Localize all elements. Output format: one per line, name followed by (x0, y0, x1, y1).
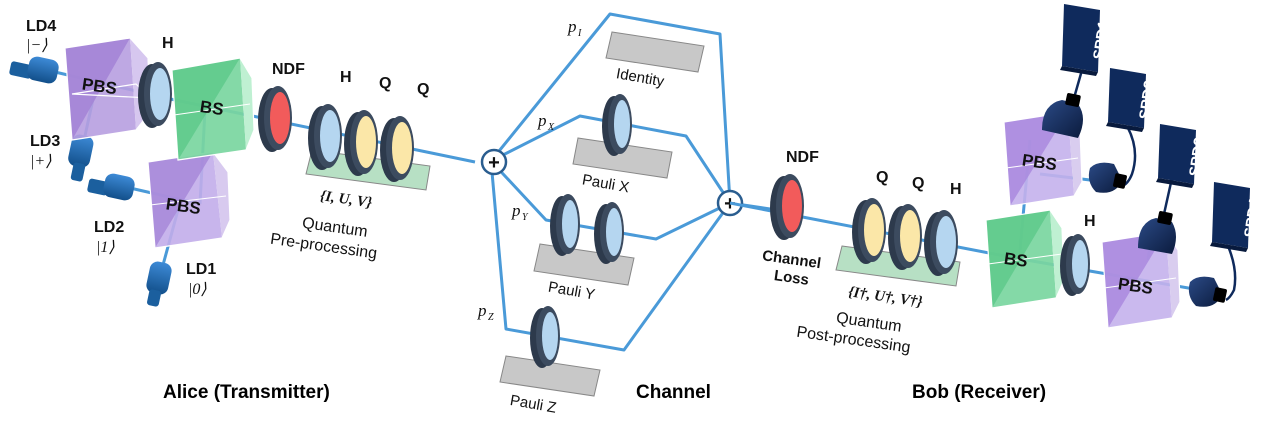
identity-label: Identity (615, 65, 666, 90)
section-title-alice: Alice (Transmitter) (163, 382, 330, 403)
bob-bs-label: BS (1003, 249, 1029, 271)
bob-postproc-set: {I†, U†, V†} (847, 284, 924, 310)
bob-postproc-plate-3: H (950, 181, 962, 198)
alice-preproc-set: {I, U, V} (319, 188, 374, 211)
pauli-z-base (499, 355, 601, 397)
section-title-channel: Channel (636, 382, 711, 403)
alice-preproc-plate-1: H (340, 69, 352, 86)
svg-text:+: + (488, 152, 500, 174)
laser-ld1 (146, 261, 172, 307)
svg-text:I: I (577, 28, 582, 39)
bob-postproc-qwp-1 (852, 198, 886, 264)
spd1-box: SPD1 (1060, 4, 1112, 76)
bob-postproc-plate-2: Q (912, 175, 924, 192)
pauli-x-label: Pauli X (581, 171, 631, 196)
ld1-label: LD1 (186, 261, 216, 278)
alice-pbs-bottom: PBS (147, 151, 231, 249)
ld4-state: |−⟩ (26, 37, 48, 54)
pauli-y-plate-2 (594, 202, 624, 264)
spd1-head (1042, 69, 1084, 138)
pauli-y-plate-1 (550, 194, 580, 256)
alice-hwp-label: H (162, 35, 174, 52)
bob-postproc-qwp-2 (888, 204, 922, 270)
ld3-state: |+⟩ (30, 153, 52, 170)
spd3-box: SPD3 (1156, 124, 1209, 188)
channel-beams (489, 12, 791, 352)
alice-bs: BS (171, 57, 255, 161)
bob-pbs-bottom: PBS (1101, 231, 1181, 329)
laser-ld4 (9, 56, 59, 84)
ld1-state: |0⟩ (188, 281, 207, 298)
alice-pbs-bottom-label: PBS (165, 194, 202, 218)
pauli-y-label: Pauli Y (547, 279, 596, 304)
ld4-label: LD4 (26, 18, 56, 35)
svg-text:p: p (537, 111, 547, 130)
alice-hwp (138, 62, 172, 128)
bob-bs: BS (985, 209, 1065, 309)
bob-hwp (1060, 234, 1090, 296)
bob-pbs-top-label: PBS (1021, 151, 1058, 175)
channel-splitter-node: + (480, 148, 508, 176)
svg-text:p: p (477, 301, 487, 320)
svg-text:SPD4: SPD4 (1241, 197, 1263, 239)
bob-ndf (770, 174, 804, 240)
alice-ndf-label: NDF (272, 61, 305, 78)
alice-pbs-top-label: PBS (81, 75, 118, 99)
spd3-head (1138, 177, 1176, 254)
laser-ld2 (87, 173, 135, 201)
bob-hwp-label: H (1084, 213, 1096, 230)
bob-postproc-plate-1: Q (876, 169, 888, 186)
prob-p-z: p Z (477, 301, 494, 323)
pauli-z-plate (530, 306, 560, 368)
alice-preproc-hwp (308, 104, 342, 170)
alice-ndf (258, 86, 292, 152)
pauli-x-base (572, 137, 673, 179)
bob-pbs-bottom-label: PBS (1117, 274, 1154, 298)
pauli-z-label: Pauli Z (509, 392, 558, 417)
svg-text:SPD3: SPD3 (1186, 136, 1208, 177)
spd4-head (1188, 245, 1237, 307)
spd4-box: SPD4 (1210, 182, 1264, 252)
alice-preproc-qwp-2 (380, 116, 414, 182)
prob-p-y: p Y (511, 201, 529, 223)
ld2-state: |1⟩ (96, 239, 115, 256)
channel-loss-label-2: Loss (773, 267, 810, 289)
spd2-box: SPD2 (1106, 68, 1159, 132)
ld3-label: LD3 (30, 133, 60, 150)
bob-postproc-hwp (924, 210, 958, 276)
svg-text:SPD2: SPD2 (1136, 79, 1158, 120)
svg-text:p: p (511, 201, 521, 220)
prob-p-x: p X (537, 111, 555, 133)
alice-preproc-plate-3: Q (417, 81, 429, 98)
laser-ld3 (68, 134, 94, 182)
alice-bs-label: BS (199, 97, 225, 119)
pauli-x-plate (602, 94, 632, 156)
ld2-label: LD2 (94, 219, 124, 236)
svg-text:Y: Y (522, 212, 529, 223)
svg-text:Z: Z (488, 312, 494, 323)
svg-text:SPD1: SPD1 (1090, 20, 1112, 61)
alice-preproc-plate-2: Q (379, 75, 391, 92)
bob-ndf-label: NDF (786, 149, 819, 166)
spd2-head (1088, 125, 1137, 193)
identity-base (605, 31, 705, 73)
svg-text:p: p (567, 17, 577, 36)
alice-pbs-top: PBS (64, 37, 152, 141)
prob-p-i: p I (567, 17, 582, 39)
svg-text:X: X (547, 122, 555, 133)
alice-preproc-qwp-1 (344, 110, 378, 176)
section-title-bob: Bob (Receiver) (912, 382, 1046, 403)
